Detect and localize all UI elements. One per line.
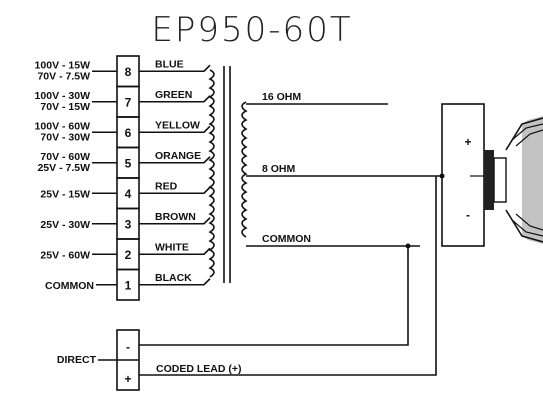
coded-lead-label: CODED LEAD (+) <box>156 363 241 375</box>
rating-label: 25V - 60W <box>40 249 90 261</box>
tap-4: 4 RED 25V - 15W <box>40 177 211 210</box>
wire-color-label: WHITE <box>155 241 189 253</box>
tap-lead-wire <box>139 64 211 73</box>
wire-color-label: YELLOW <box>155 119 200 131</box>
terminal-number: 1 <box>125 278 132 292</box>
direct-label: DIRECT <box>57 354 97 366</box>
direct-minus: - <box>126 340 130 354</box>
terminal-number: 7 <box>125 95 132 109</box>
label-8-ohm: 8 OHM <box>262 163 296 175</box>
direct-plus: + <box>124 372 131 386</box>
tap-lead-wire <box>139 156 211 164</box>
speaker-minus: - <box>466 208 470 222</box>
rating-label: 25V - 7.5W <box>37 162 90 174</box>
wire-color-label: RED <box>155 180 178 192</box>
rating-label: 70V - 15W <box>40 101 90 113</box>
tap-lead-wire <box>139 217 211 225</box>
terminal-number: 8 <box>125 65 132 79</box>
speaker-terminal-box <box>441 103 485 247</box>
terminal-number: 5 <box>125 156 132 170</box>
rating-label: 100V - 30W <box>35 90 91 102</box>
rating-label: 70V - 30W <box>40 131 90 143</box>
primary-coil <box>208 69 215 278</box>
label-common: COMMON <box>262 233 311 245</box>
rating-label: 100V - 60W <box>35 120 91 132</box>
tap-1: 1 BLACK COMMON <box>45 268 211 301</box>
direct-plus-wire <box>139 176 437 376</box>
tap-lead-wire <box>139 125 211 134</box>
tap-lead-wire <box>139 95 211 103</box>
wire-color-label: BROWN <box>155 211 196 223</box>
rating-label: COMMON <box>45 280 94 292</box>
rating-label: 100V - 15W <box>35 59 91 71</box>
wire-color-label: ORANGE <box>155 150 201 162</box>
tap-lead-wire <box>139 247 211 256</box>
direct-minus-wire <box>139 246 409 346</box>
speaker-icon <box>470 116 543 244</box>
rating-label: 70V - 7.5W <box>37 70 90 82</box>
tap-2: 2 WHITE 25V - 60W <box>40 238 211 271</box>
terminal-number: 4 <box>125 187 132 201</box>
wire-color-label: BLUE <box>155 58 184 70</box>
terminal-number: 6 <box>125 126 132 140</box>
tap-3: 3 BROWN 25V - 30W <box>40 207 211 240</box>
speaker-plus: + <box>464 135 471 149</box>
rating-label: 25V - 30W <box>40 219 90 231</box>
rating-label: 70V - 60W <box>40 151 90 163</box>
tap-lead-wire <box>139 186 211 195</box>
secondary-coil <box>241 101 248 238</box>
terminal-number: 2 <box>125 248 132 262</box>
wire-color-label: GREEN <box>155 89 192 101</box>
model-title: EP950-60T <box>151 10 352 50</box>
terminal-number: 3 <box>125 217 132 231</box>
tap-lead-wire <box>139 278 211 286</box>
wire-color-label: BLACK <box>155 272 192 284</box>
label-16-ohm: 16 OHM <box>262 91 301 103</box>
rating-label: 25V - 15W <box>40 188 90 200</box>
